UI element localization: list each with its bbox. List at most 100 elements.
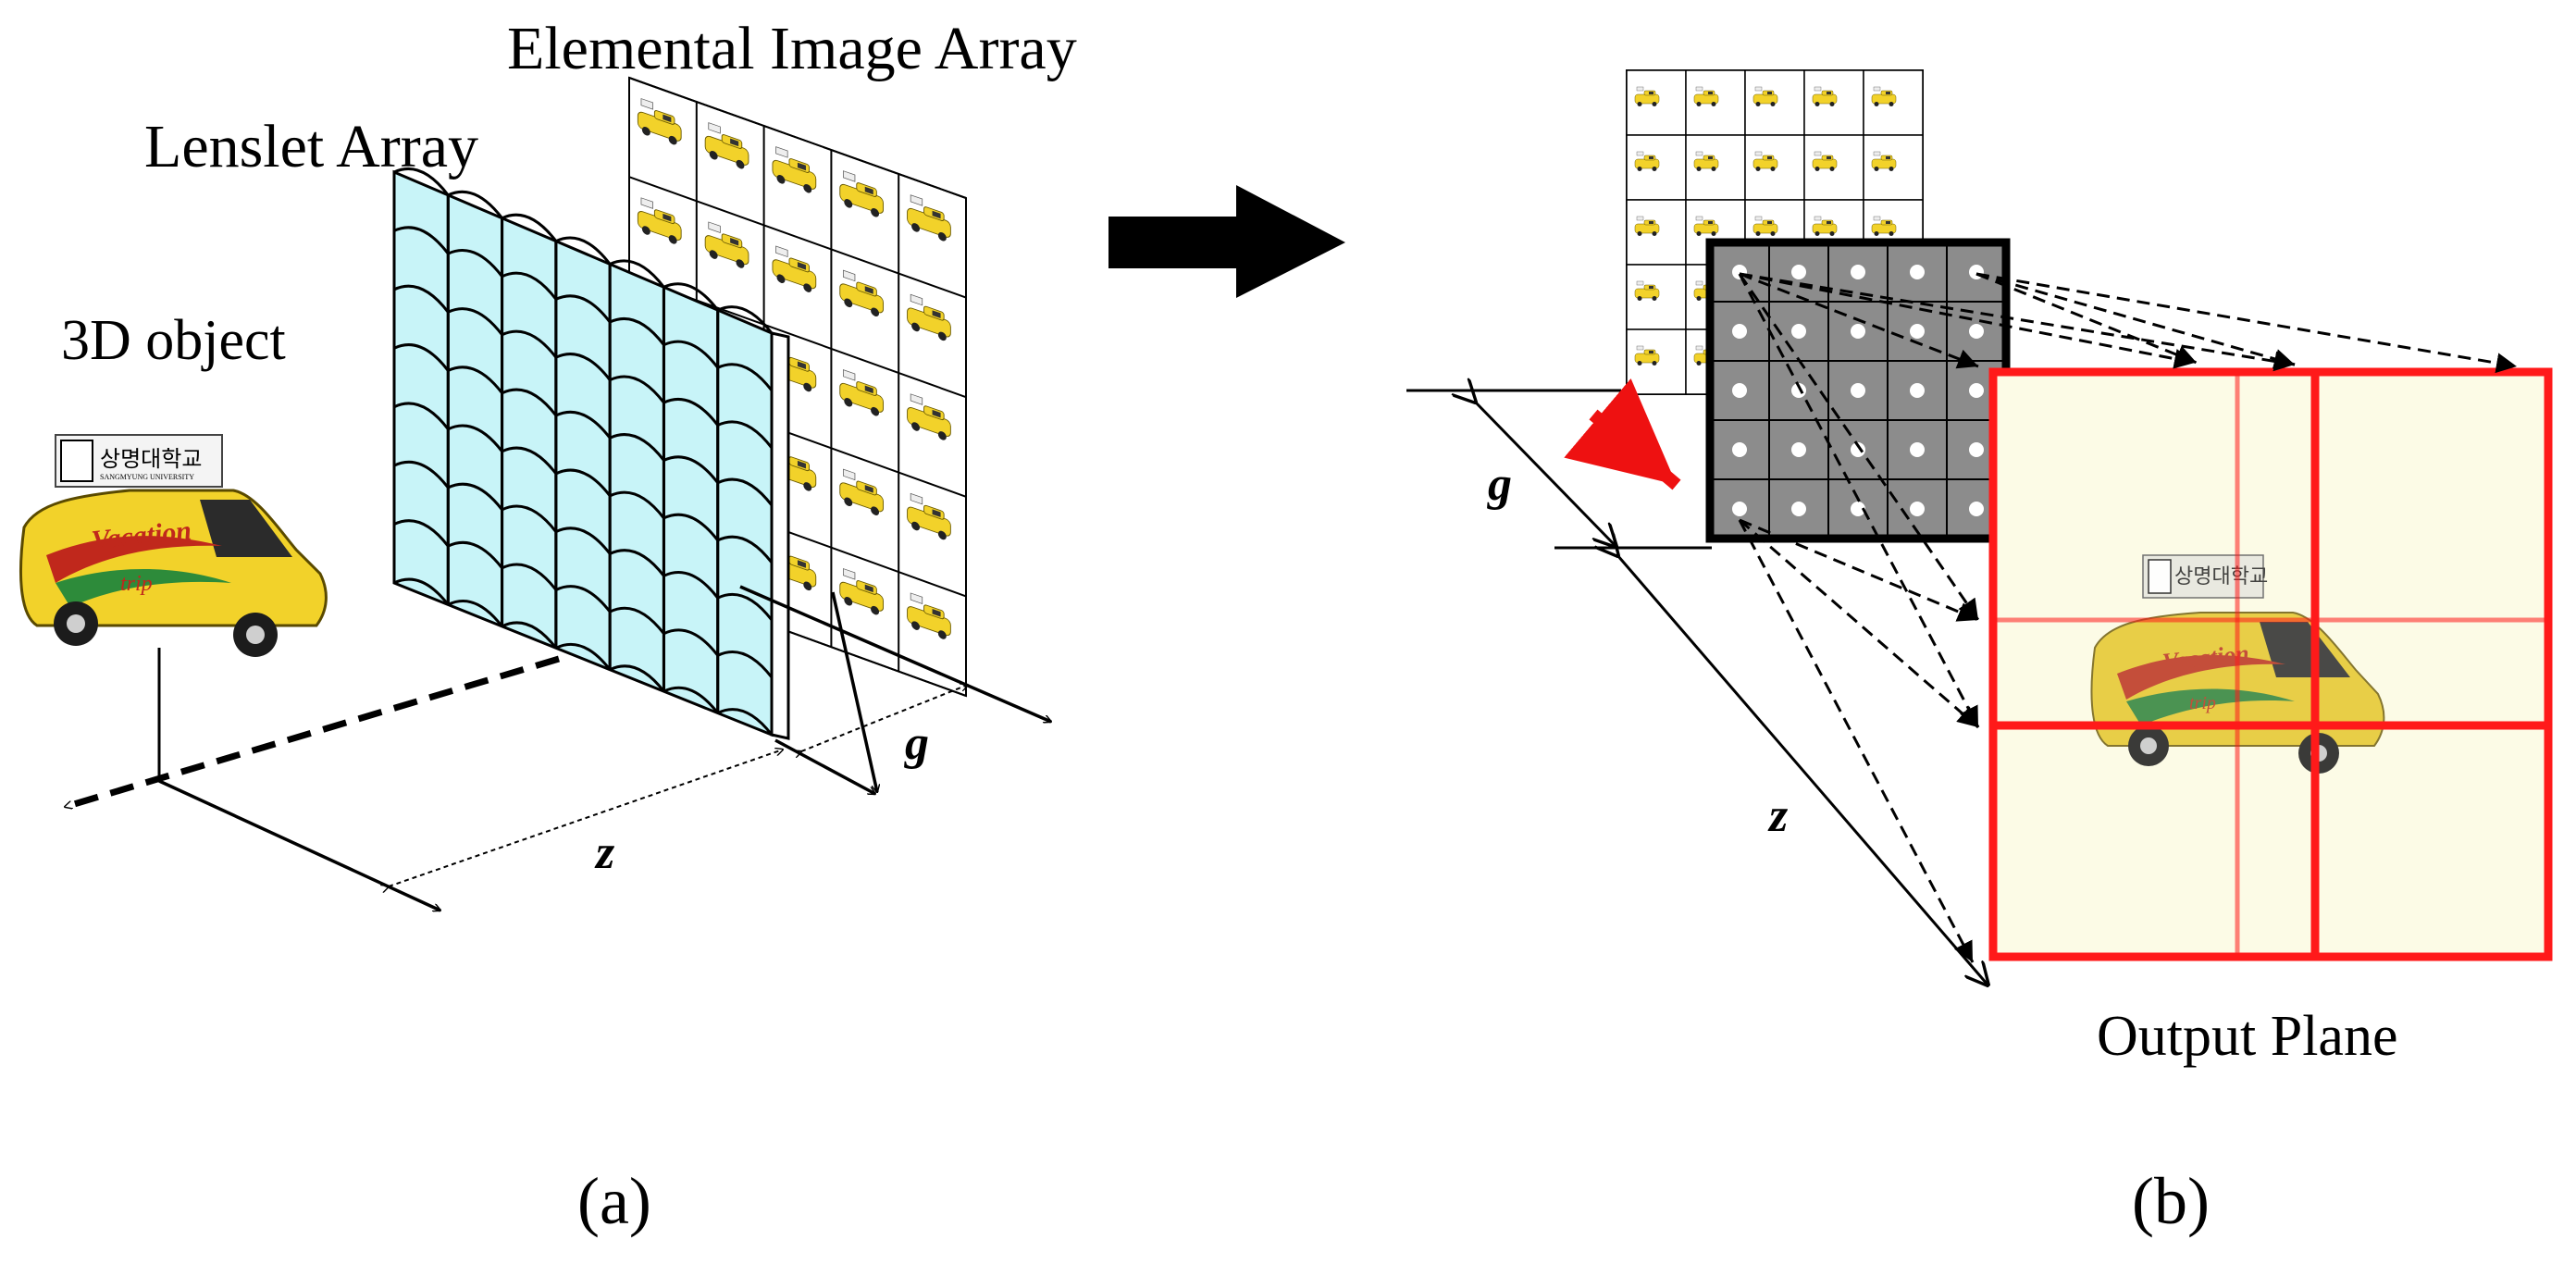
lenslet-cell	[392, 284, 450, 371]
lenslet-cell	[554, 410, 612, 496]
lenslet-cell	[501, 563, 558, 649]
lenslet-cell	[716, 651, 774, 735]
reconstructed-body-text2: trip	[2189, 693, 2216, 713]
label-3d-object: 3D object	[61, 309, 286, 372]
lenslet-array	[392, 167, 790, 740]
pickup-point	[1910, 265, 1925, 279]
lenslet-cell	[446, 366, 504, 452]
pickup-point	[1910, 442, 1925, 457]
g-dimension-b	[1475, 402, 1616, 546]
label-g-b: g	[1487, 458, 1512, 511]
lenslet-cell	[662, 513, 720, 599]
lenslet-edge	[555, 643, 612, 671]
lens-base-arrow	[739, 585, 1051, 722]
eia-grid-line	[628, 77, 967, 199]
caption-b: (b)	[2132, 1164, 2210, 1238]
vehicle-3d-object: 상명대학교 SANGMYUNG UNIVERSITY Vacation trip	[19, 434, 328, 657]
pickup-point	[1791, 442, 1806, 457]
z-dimension-a	[389, 750, 783, 886]
lenslet-cell	[716, 420, 774, 505]
pickup-point	[1851, 383, 1865, 398]
lenslet-edge	[447, 600, 503, 627]
output-plane: 상명대학교 Vacation trip	[1988, 367, 2553, 961]
pickup-point	[1969, 324, 1984, 339]
lenslet-edge	[663, 686, 719, 714]
lenslet-cell	[662, 398, 720, 483]
lenslet-cell	[608, 259, 665, 345]
panel-a: z g 상명대학교 SANGMYUNG UNIVERSITY Vacation …	[19, 15, 1077, 1238]
eia-grid-line	[628, 176, 967, 299]
pickup-point	[1791, 383, 1806, 398]
pickup-point	[1851, 502, 1865, 516]
label-z-a: z	[594, 826, 615, 879]
lenslet-cell	[554, 585, 612, 670]
pickup-point	[1910, 502, 1925, 516]
pickup-point	[1910, 383, 1925, 398]
lenslet-cell	[662, 282, 720, 368]
lenslet-cell	[554, 294, 612, 380]
lenslet-cell	[716, 363, 774, 448]
lenslet-cell	[392, 519, 450, 605]
lenslet-cell	[501, 504, 558, 590]
pickup-point	[1851, 324, 1865, 339]
lenslet-cell	[554, 468, 612, 554]
optical-axis-solid	[159, 770, 875, 794]
lenslet-cell	[446, 424, 504, 510]
panel-b: 상명대학교 Vacation trip	[1406, 69, 2553, 1238]
pickup-point	[1969, 383, 1984, 398]
label-output-plane: Output Plane	[2097, 1005, 2397, 1068]
pickup-point	[1851, 265, 1865, 279]
lenslet-cell	[608, 317, 665, 403]
lenslet-edge	[393, 577, 450, 606]
optical-axis-dashed	[65, 655, 561, 811]
pickup-point	[1791, 324, 1806, 339]
pickup-point	[1791, 502, 1806, 516]
lenslet-cell	[446, 540, 504, 626]
label-lenslet-array: Lenslet Array	[144, 113, 478, 180]
lenslet-edge	[717, 708, 774, 736]
pickup-point	[1732, 502, 1747, 516]
lenslet-cell	[608, 433, 665, 518]
caption-a: (a)	[577, 1164, 651, 1238]
ray-4	[1975, 272, 2518, 374]
lenslet-cell	[446, 482, 504, 568]
lenslet-cell	[501, 271, 558, 358]
ray-8	[1738, 273, 1980, 728]
pickup-point	[1969, 442, 1984, 457]
lenslet-cell	[446, 307, 504, 393]
lenslet-cell	[446, 190, 504, 277]
lenslet-cell	[608, 549, 665, 634]
pickup-point	[1969, 502, 1984, 516]
lenslet-cell	[554, 236, 612, 323]
lenslet-cell	[392, 226, 450, 313]
output-plane-border	[1988, 367, 2553, 961]
lenslet-cell	[392, 460, 450, 547]
lenslet-cell	[608, 375, 665, 461]
ray-1	[1739, 272, 2196, 369]
vehicle-sign-subtext: SANGMYUNG UNIVERSITY	[100, 473, 194, 481]
lenslet-cell	[501, 446, 558, 532]
vehicle-body-text2: trip	[120, 572, 153, 596]
lenslet-cell	[662, 455, 720, 540]
pickup-point	[1732, 324, 1747, 339]
lenslet-cell	[501, 388, 558, 474]
ray-2	[1739, 272, 2296, 372]
lenslet-edge	[501, 621, 558, 650]
lenslet-cell	[662, 340, 720, 426]
ray-3	[1975, 272, 2296, 369]
lenslet-cell	[392, 167, 450, 254]
ray-10	[1739, 518, 1979, 729]
lenslet-cell	[554, 353, 612, 439]
pickup-point	[1732, 383, 1747, 398]
z-dimension-b	[1617, 555, 1988, 985]
lenslet-edge	[609, 664, 665, 693]
lenslet-side	[770, 331, 790, 740]
lenslet-cell	[392, 402, 450, 488]
g-dimension-a	[801, 685, 968, 751]
label-g-a: g	[904, 717, 929, 770]
lenslet-cell	[662, 628, 720, 713]
ray-11	[1738, 519, 1975, 963]
lenslet-cell	[716, 592, 774, 677]
lenslet-cell	[446, 249, 504, 335]
transition-arrow	[1108, 185, 1345, 298]
